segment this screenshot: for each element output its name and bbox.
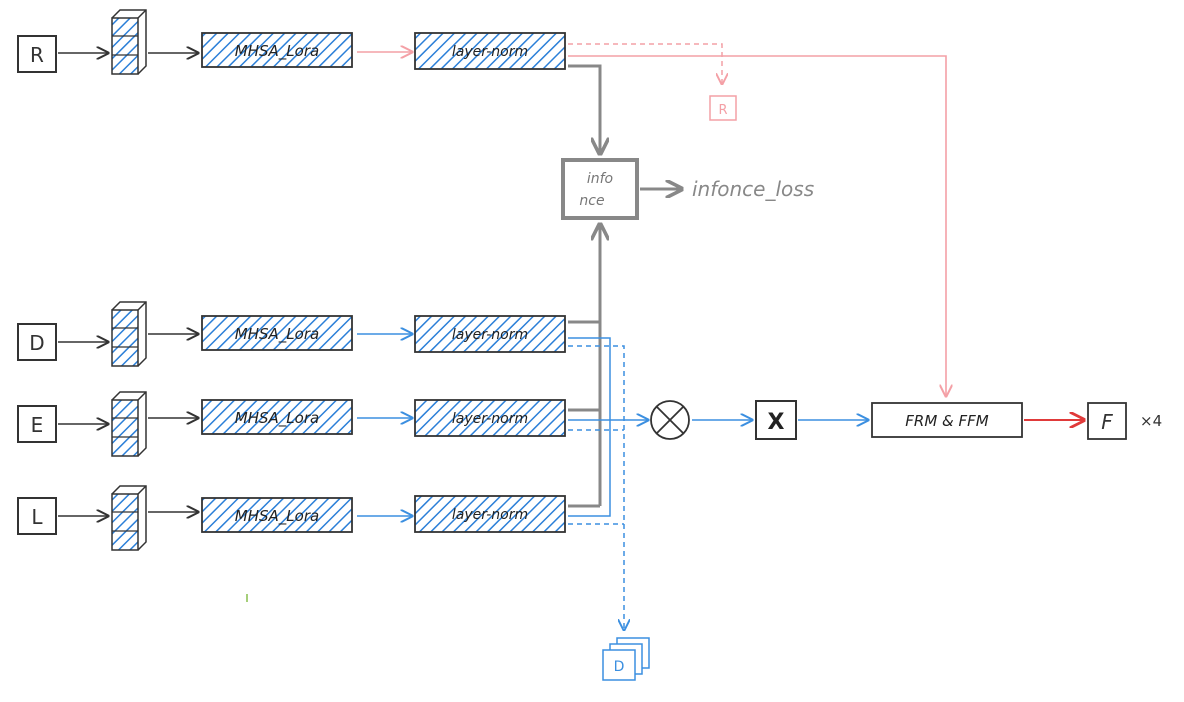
mhsa-label-l: MHSA_Lora (235, 507, 319, 526)
token-stack-icon-r (111, 9, 147, 75)
token-stack-icon-l (111, 485, 147, 551)
row-l: L MHSA_Lora layer-norm (17, 485, 566, 551)
gray-del-to-infonce (568, 226, 600, 324)
layernorm-box-e (414, 399, 566, 437)
input-label-r: R (30, 43, 44, 67)
infonce-loss-label: infonce_loss (692, 177, 814, 201)
frm-ffm-label: FRM & FFM (905, 412, 988, 430)
d-output-stack-icon (602, 637, 650, 681)
row-e: E MHSA_Lora layer-norm (17, 391, 566, 457)
mhsa-label-r: MHSA_Lora (235, 42, 319, 61)
row-r: R MHSA_Lora layer-norm (17, 9, 566, 75)
input-box-r (17, 35, 57, 73)
layernorm-label-r: layer-norm (452, 44, 528, 60)
output-repeat-label: ×4 (1140, 412, 1162, 430)
input-box-l (17, 497, 57, 535)
x-box (755, 400, 797, 440)
infonce-label-line2: nce (579, 193, 604, 209)
blue-l-merge (568, 420, 611, 517)
x-box-label: X (768, 410, 785, 435)
input-box-d (17, 323, 57, 361)
d-output-label: D (614, 659, 625, 675)
gray-r-to-infonce (568, 64, 600, 152)
mhsa-box-l (201, 497, 353, 533)
mhsa-box-d (201, 315, 353, 351)
mhsa-label-d: MHSA_Lora (235, 325, 319, 344)
input-label-e: E (31, 413, 44, 437)
r-output-box (709, 95, 737, 121)
layernorm-box-d (414, 315, 566, 353)
infonce-label-line1: info (587, 171, 613, 187)
frm-ffm-box (871, 402, 1023, 438)
output-label-f: F (1101, 410, 1113, 434)
r-output-label: R (718, 103, 727, 118)
pink-dashed-to-r-output (568, 43, 722, 84)
multiply-cross-2 (656, 406, 684, 434)
layernorm-box-l (414, 495, 566, 533)
infonce-box (561, 158, 639, 220)
token-stack-icon-e (111, 391, 147, 457)
layernorm-label-e: layer-norm (452, 411, 528, 427)
layernorm-label-l: layer-norm (452, 507, 528, 523)
token-stack-icon-d (111, 301, 147, 367)
layernorm-box-r (414, 32, 566, 70)
input-label-l: L (31, 505, 43, 529)
blue-dashed-d (568, 345, 624, 630)
blue-d-merge (568, 337, 611, 420)
row-d: D MHSA_Lora layer-norm (17, 301, 566, 367)
input-label-d: D (29, 331, 44, 355)
mhsa-box-e (201, 399, 353, 435)
layernorm-label-d: layer-norm (452, 327, 528, 343)
mhsa-label-e: MHSA_Lora (235, 409, 319, 428)
input-box-e (17, 405, 57, 443)
mhsa-box-r (201, 32, 353, 68)
output-box-f (1087, 402, 1127, 440)
pink-line-to-frm (568, 55, 946, 396)
